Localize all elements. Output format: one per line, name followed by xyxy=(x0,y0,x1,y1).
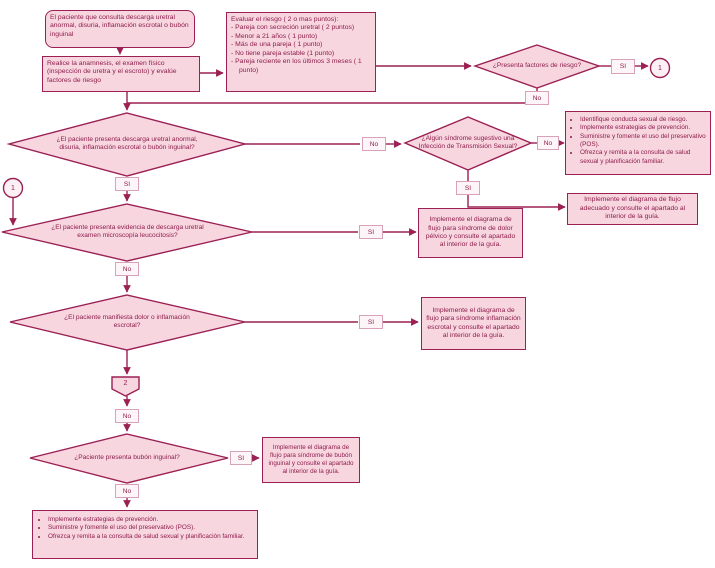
risk-factors-diamond xyxy=(472,44,602,89)
label-si-bubo: SI xyxy=(230,451,252,465)
advice-item: Ofrezca y remita a la consulta de salud … xyxy=(580,149,707,166)
label-si-microscopy: SI xyxy=(359,225,383,239)
risk-eval-item: - Pareja con secreción uretral ( 2 punto… xyxy=(231,24,355,32)
connector-1-circle-left xyxy=(2,177,24,199)
flow-scrotal-box: Implemente el diagrama de flujo para sín… xyxy=(421,297,526,350)
connector-1-left-label: 1 xyxy=(11,184,15,192)
arrow-si3-to-flow-appropriate xyxy=(467,195,566,211)
anamnesis-box: Realice la anamnesis, el examen físico (… xyxy=(42,56,200,92)
risk-eval-box: Evaluar el riesgo ( 2 o mas puntos): - P… xyxy=(226,12,376,92)
label-si-sti: SI xyxy=(456,181,480,195)
risk-eval-item: - No tiene pareja estable (1 punto) xyxy=(231,49,335,57)
risk-eval-item: - Más de una pareja ( 1 punto) xyxy=(231,41,323,49)
label-si-scrotal: SI xyxy=(359,315,383,329)
start-box: El paciente que consulta descarga uretra… xyxy=(45,10,195,48)
advice-item: Identifique conducta sexual de riesgo. xyxy=(580,116,707,124)
label-no-connector2: No xyxy=(115,409,139,423)
connector-1-right-label: 1 xyxy=(658,64,662,72)
final-item: Ofrezca y remita a la consulta de salud … xyxy=(48,533,253,541)
label-no-discharge: No xyxy=(362,137,386,151)
advice-item: Implemente estrategias de prevención. xyxy=(580,124,707,132)
connector-1-circle-right xyxy=(649,57,671,79)
discharge-question: ¿El paciente presenta descarga uretral a… xyxy=(56,136,198,151)
advice-prevention-box: Identifique conducta sexual de riesgo. I… xyxy=(565,111,711,175)
flow-bubo-box: Implemente el diagrama de flujo para sín… xyxy=(262,437,360,483)
advice-item: Suministre y fomente el uso del preserva… xyxy=(580,133,707,150)
risk-eval-item: - Menor a 21 años ( 1 punto) xyxy=(231,32,318,40)
risk-eval-title: Evaluar el riesgo ( 2 o mas puntos): xyxy=(231,16,339,23)
flow-appropriate-box: Implemente el diagrama de flujo adecuado… xyxy=(567,193,698,225)
sti-syndrome-question: ¿Algún síndrome sugestivo una Infección … xyxy=(418,135,518,150)
label-si-risk-factors: SI xyxy=(611,59,635,74)
label-no-risk-factors: No xyxy=(525,91,549,105)
risk-eval-item: - Pareja reciente en los últimos 3 meses… xyxy=(231,58,362,74)
scrotal-pain-diamond xyxy=(9,294,246,351)
microscopy-question: ¿El paciente presenta evidencia de desca… xyxy=(51,224,204,239)
offpage-connector-2 xyxy=(111,376,140,397)
risk-factors-question: ¿Presenta factores de riesgo? xyxy=(492,62,582,70)
discharge-diamond xyxy=(6,112,248,177)
flow-pelvic-box: Implemente el diagrama de flujo para sín… xyxy=(418,208,523,258)
label-no-sti: No xyxy=(537,136,559,150)
scrotal-pain-question: ¿El paciente manifiesta dolor o inflamac… xyxy=(64,314,190,329)
sti-syndrome-diamond xyxy=(403,116,533,171)
bubo-diamond xyxy=(29,433,229,484)
final-item: Implemente estrategias de prevención. xyxy=(48,516,253,524)
label-si-discharge: SI xyxy=(115,177,139,191)
final-prevention-box: Implemente estrategias de prevención. Su… xyxy=(32,510,258,559)
label-no-bubo: No xyxy=(115,484,139,498)
label-no-microscopy: No xyxy=(115,262,139,276)
microscopy-diamond xyxy=(1,203,253,262)
connector-2-label: 2 xyxy=(123,379,128,387)
final-item: Suministre y fomente el uso del preserva… xyxy=(48,524,253,532)
bubo-question: ¿Paciente presenta bubón inguinal? xyxy=(74,454,180,462)
